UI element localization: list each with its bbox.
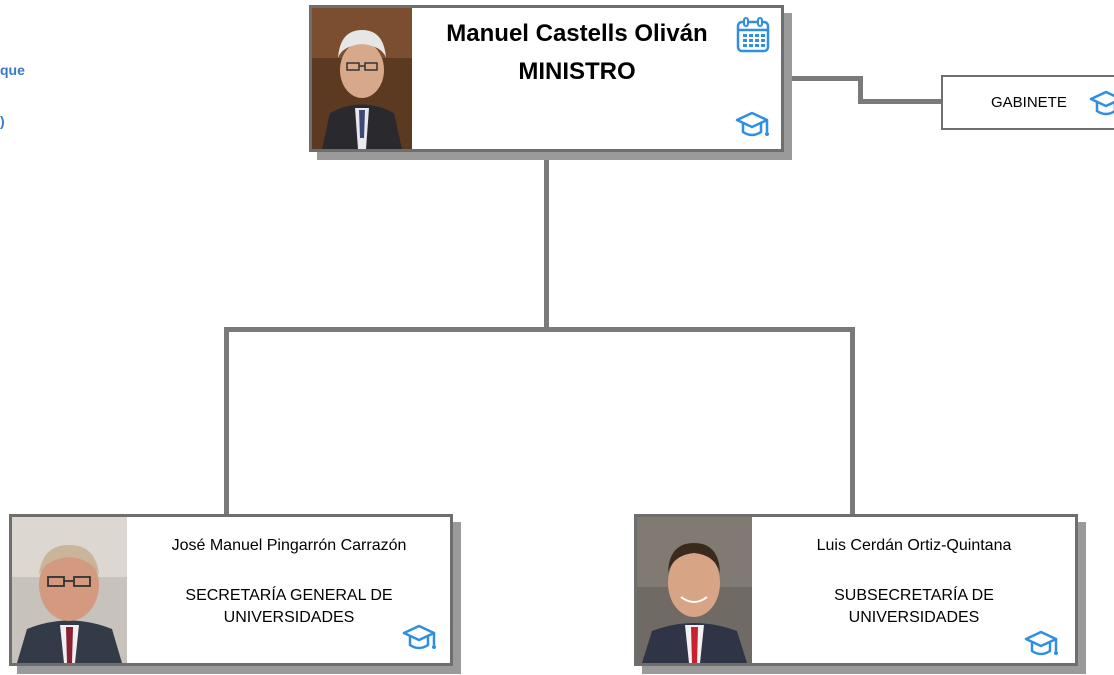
subsecretaria-role: SUBSECRETARÍA DE UNIVERSIDADES bbox=[834, 587, 994, 626]
connector-gabinete-h2 bbox=[858, 99, 943, 104]
sec-general-name: José Manuel Pingarrón Carrazón bbox=[171, 537, 407, 554]
minister-name: Manuel Castells Oliván bbox=[446, 20, 708, 47]
graduation-cap-icon[interactable] bbox=[1088, 87, 1114, 126]
graduation-cap-icon[interactable] bbox=[734, 108, 770, 147]
truncated-text-1: que bbox=[0, 62, 25, 78]
graduation-cap-icon[interactable] bbox=[1023, 627, 1059, 663]
connector-gabinete-h1 bbox=[784, 76, 861, 81]
gabinete-label: GABINETE bbox=[991, 94, 1067, 111]
truncated-text-2: ) bbox=[0, 113, 5, 129]
sec-general-role: SECRETARÍA GENERAL DE UNIVERSIDADES bbox=[185, 587, 393, 626]
sec-general-card[interactable]: José Manuel Pingarrón Carrazón SECRETARÍ… bbox=[9, 514, 453, 666]
calendar-icon[interactable] bbox=[735, 16, 771, 59]
connector-gabinete-v bbox=[858, 76, 863, 102]
gabinete-card[interactable]: GABINETE bbox=[941, 75, 1114, 130]
minister-photo bbox=[312, 8, 412, 149]
minister-role: MINISTRO bbox=[518, 58, 636, 85]
subsecretaria-photo bbox=[637, 517, 752, 663]
connector-left-down bbox=[224, 327, 229, 517]
graduation-cap-icon[interactable] bbox=[401, 621, 437, 660]
connector-right-down bbox=[850, 327, 855, 517]
subsecretaria-card[interactable]: Luis Cerdán Ortiz-Quintana SUBSECRETARÍA… bbox=[634, 514, 1078, 666]
minister-card[interactable]: Manuel Castells Oliván MINISTRO bbox=[309, 5, 784, 152]
sec-general-photo bbox=[12, 517, 127, 663]
subsecretaria-name: Luis Cerdán Ortiz-Quintana bbox=[816, 537, 1012, 554]
connector-horizontal bbox=[224, 327, 855, 332]
connector-minister-down bbox=[544, 150, 549, 330]
